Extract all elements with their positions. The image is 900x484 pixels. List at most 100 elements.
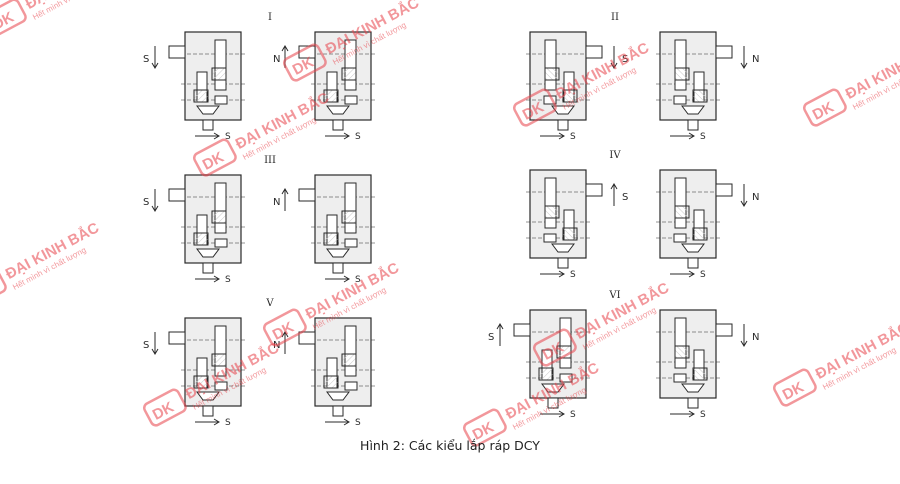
output-shaft: [557, 257, 569, 269]
gear-block: [344, 381, 358, 391]
shaft-label: S: [143, 340, 149, 351]
gear-train: [673, 39, 733, 131]
watermark-logo: DK: [200, 149, 227, 174]
arrow-head: [688, 270, 695, 278]
arrow-head: [610, 62, 618, 69]
gear-train: [673, 177, 733, 269]
input-shaft: [298, 331, 316, 345]
gear-block: [692, 89, 708, 103]
watermark-brand: ĐẠI KINH BẮC: [572, 278, 672, 342]
shaft-label: N: [273, 197, 280, 208]
gear-block: [674, 345, 690, 359]
gear-train: [168, 39, 228, 131]
gearbox-unit-4-1: SS: [526, 169, 628, 280]
output-shaft: [332, 262, 344, 274]
input-shaft: [585, 183, 603, 197]
watermark-logo-box: [283, 43, 327, 82]
watermark-logo-box: [193, 138, 237, 177]
output-label: S: [225, 418, 231, 428]
gear-column: [214, 182, 227, 234]
gear-block: [341, 67, 357, 81]
gearbox-unit-1-2: NS: [273, 31, 375, 142]
arrow-head: [151, 205, 159, 212]
watermark-logo: DK: [780, 379, 807, 404]
output-shaft: [687, 119, 699, 131]
output-shaft: [202, 119, 214, 131]
arrow-head: [213, 132, 220, 140]
output-shaft: [687, 257, 699, 269]
input-shaft: [715, 45, 733, 59]
shaft-label: S: [622, 54, 628, 65]
output-label: S: [570, 132, 576, 142]
gear-block: [562, 227, 578, 241]
gear-column: [544, 39, 557, 91]
gear-column: [544, 177, 557, 229]
gear-train: [168, 325, 228, 417]
gear-block: [211, 67, 227, 81]
gearbox-unit-2-1: SS: [526, 31, 628, 142]
arrow-head: [343, 275, 350, 283]
gear-train: [543, 177, 603, 269]
gear-column: [344, 182, 357, 234]
gear-block: [538, 367, 554, 381]
gear-block: [211, 353, 227, 367]
group-numeral: V: [265, 298, 274, 309]
gear-block: [562, 89, 578, 103]
arrow-head: [151, 62, 159, 69]
output-label: S: [355, 132, 361, 142]
gear-block: [674, 67, 690, 81]
gear-train: [673, 317, 733, 409]
arrow-head: [558, 132, 565, 140]
watermark-logo-box: [533, 328, 577, 367]
gearbox-unit-2-2: NS: [656, 31, 759, 142]
gear-block: [344, 238, 358, 248]
gear-block: [543, 233, 557, 243]
arrow-head: [688, 410, 695, 418]
output-shaft: [557, 119, 569, 131]
arrow-head: [343, 418, 350, 426]
gear-block: [323, 89, 339, 103]
arrow-head: [558, 270, 565, 278]
gear-train: [298, 325, 358, 417]
gearbox-unit-1-1: SS: [143, 31, 245, 142]
bevel-gear: [196, 248, 220, 258]
bevel-gear: [326, 105, 350, 115]
gear-block: [341, 210, 357, 224]
gear-column: [344, 325, 357, 377]
input-shaft: [298, 188, 316, 202]
arrow-head: [151, 348, 159, 355]
arrow-head: [740, 340, 748, 347]
input-shaft: [715, 323, 733, 337]
gearbox-unit-5-1: SS: [143, 317, 245, 428]
input-shaft: [168, 188, 186, 202]
gear-block: [193, 232, 209, 246]
arrow-head: [558, 410, 565, 418]
bevel-gear: [681, 105, 705, 115]
bevel-gear: [551, 243, 575, 253]
output-shaft: [202, 262, 214, 274]
arrow-head: [213, 418, 220, 426]
arrow-head: [496, 323, 504, 330]
watermark-brand: ĐẠI KINH BẮC: [232, 88, 332, 152]
input-shaft: [585, 45, 603, 59]
bevel-gear: [681, 243, 705, 253]
arrow-head: [610, 183, 618, 190]
watermark-logo-box: [0, 0, 27, 37]
gear-block: [673, 95, 687, 105]
output-label: S: [355, 418, 361, 428]
output-label: S: [225, 132, 231, 142]
gear-train: [543, 39, 603, 131]
output-shaft: [687, 397, 699, 409]
shaft-label: S: [143, 197, 149, 208]
watermark-logo-box: [513, 88, 557, 127]
gearbox-unit-6-2: NS: [656, 309, 759, 420]
gearbox-unit-5-2: NS: [273, 317, 375, 428]
arrow-head: [343, 132, 350, 140]
gear-column: [674, 39, 687, 91]
gearbox-unit-3-1: SS: [143, 174, 245, 285]
gear-block: [193, 375, 209, 389]
watermark-brand: ĐẠI KINH BẮC: [302, 258, 402, 322]
group-numeral: I: [268, 12, 272, 23]
